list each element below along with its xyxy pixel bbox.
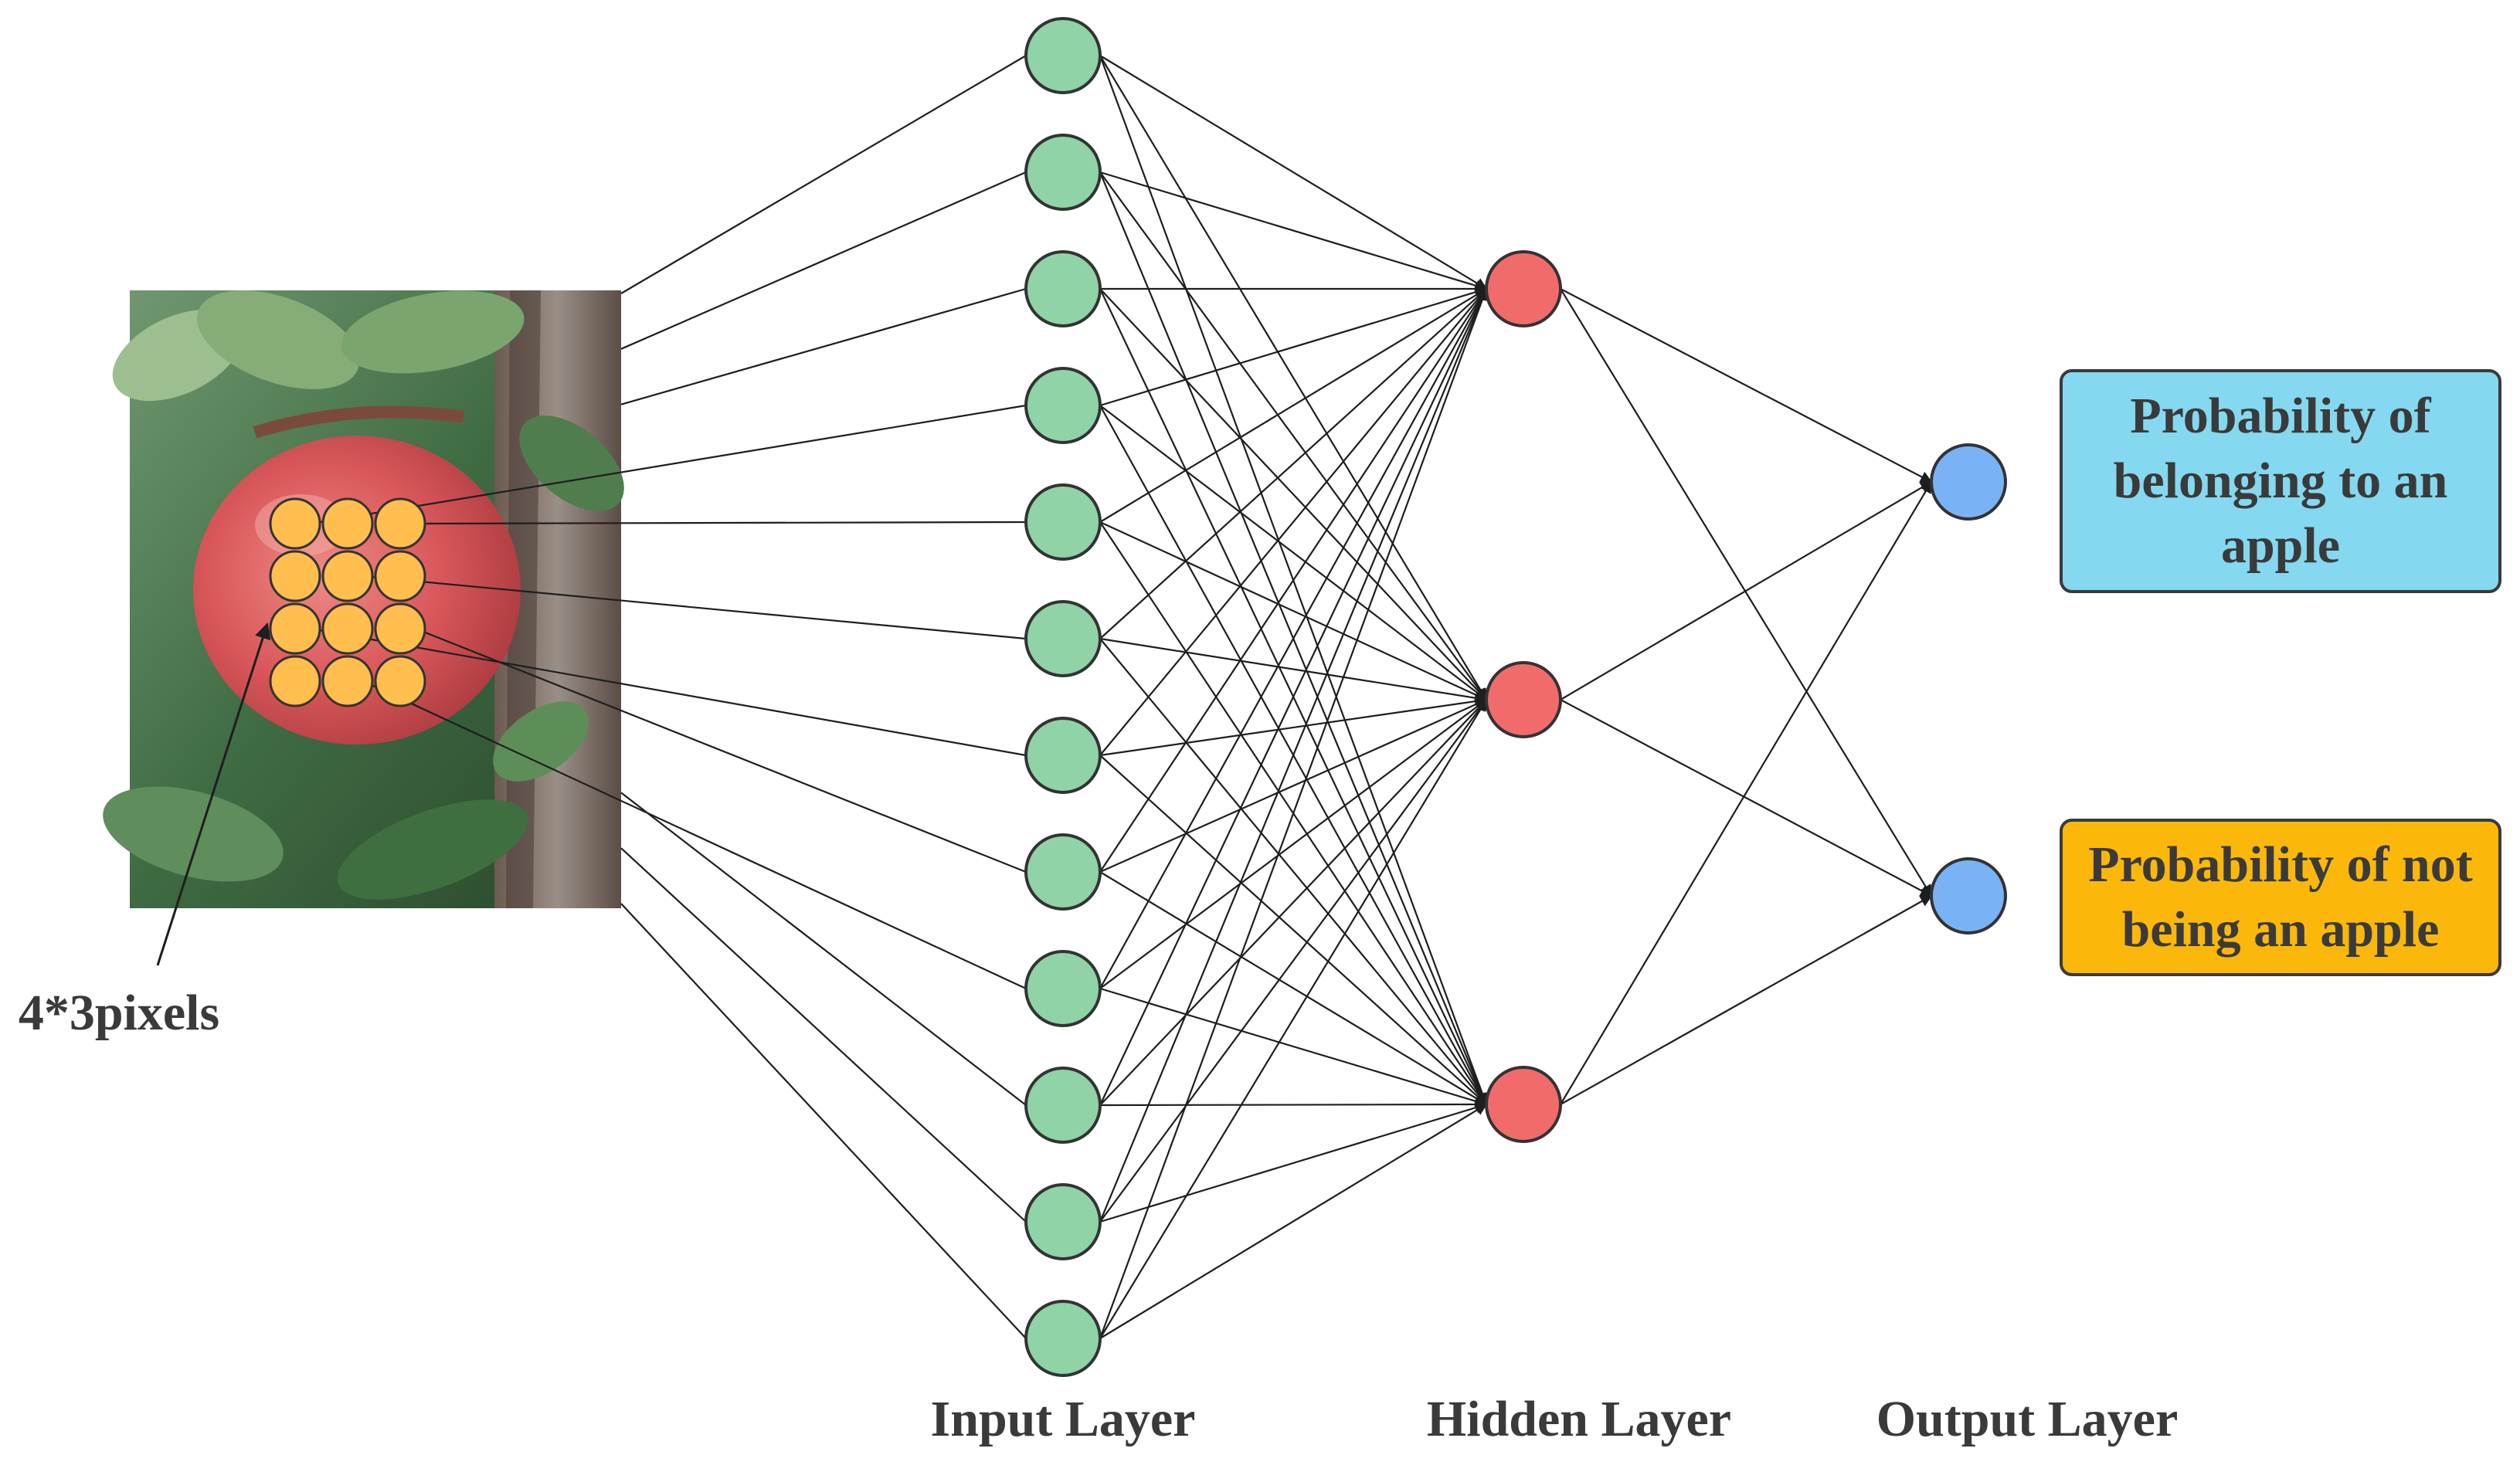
input-hidden-edge	[1099, 287, 1487, 873]
input-hidden-edge	[1099, 987, 1488, 1107]
output-box-not-apple-text: Probability of not being an apple	[2088, 836, 2473, 958]
output-node	[1930, 857, 2007, 934]
pixel-grid	[269, 497, 426, 707]
image-input-edge	[362, 680, 1027, 989]
input-layer-nodes	[1024, 17, 1102, 1377]
image-input-edge	[620, 171, 1027, 350]
hidden-output-edge	[1560, 288, 1933, 483]
input-hidden-edge	[1099, 1098, 1488, 1111]
input-hidden-edge	[1099, 55, 1488, 290]
hidden-output-edge	[1560, 480, 1932, 1105]
output-box-apple: Probability of belonging to an apple	[2060, 369, 2501, 593]
input-node	[1024, 717, 1102, 794]
input-node	[1024, 950, 1102, 1027]
input-hidden-edge	[1099, 698, 1488, 873]
apple-photo	[103, 290, 624, 908]
input-hidden-edge	[1099, 871, 1488, 1105]
input-node	[1024, 17, 1102, 94]
input-hidden-edge	[1099, 637, 1488, 704]
input-hidden-edge	[1099, 287, 1488, 639]
pixel-circle	[269, 550, 321, 602]
input-hidden-edge	[1099, 287, 1487, 989]
input-hidden-edge	[1099, 405, 1488, 700]
pixel-circle	[269, 655, 321, 707]
hidden-output-edge	[1560, 699, 1933, 897]
pixel-label-pointer	[156, 622, 271, 966]
input-hidden-edge	[1099, 171, 1487, 701]
input-hidden-edge	[1099, 287, 1488, 1106]
pixel-circle	[374, 497, 426, 550]
input-node	[1024, 250, 1102, 327]
hidden-output-edge	[1560, 895, 1933, 1105]
hidden-node	[1485, 250, 1562, 327]
image-input-edge	[620, 847, 1027, 1223]
input-hidden-connections	[1099, 55, 1489, 1339]
hidden-output-edge	[1560, 288, 1932, 897]
input-hidden-edge	[1099, 287, 1489, 1339]
image-input-connections	[310, 55, 1027, 1339]
image-input-edge	[620, 287, 1027, 405]
input-node	[1024, 1067, 1102, 1144]
pixel-circle	[321, 550, 374, 602]
input-hidden-edge	[1099, 287, 1487, 756]
input-hidden-edge	[1099, 755, 1488, 1106]
input-hidden-edge	[1099, 698, 1488, 1106]
output-node	[1930, 443, 2007, 521]
pixel-circle	[374, 550, 426, 602]
hidden-node	[1485, 1066, 1562, 1143]
pixel-circle	[321, 602, 374, 655]
input-hidden-edge	[1099, 638, 1487, 1106]
input-node	[1024, 134, 1102, 211]
output-box-not-apple: Probability of not being an apple	[2060, 819, 2501, 976]
pixel-circle	[374, 602, 426, 655]
input-node	[1024, 367, 1102, 444]
input-hidden-edge	[1099, 699, 1488, 989]
hidden-node	[1485, 661, 1562, 738]
input-hidden-edge	[1099, 288, 1488, 701]
pixel-circle	[269, 497, 321, 550]
image-input-edge	[362, 575, 1027, 640]
image-input-edge	[620, 903, 1027, 1339]
input-hidden-edge	[1099, 171, 1488, 292]
hidden-output-edge	[1560, 481, 1933, 700]
input-hidden-edge	[1099, 287, 1488, 1223]
input-hidden-edge	[1099, 698, 1487, 1223]
input-layer-label: Input Layer	[930, 1391, 1196, 1447]
pixel-circle	[374, 655, 426, 707]
input-hidden-edge	[1099, 521, 1488, 701]
output-layer-label: Output Layer	[1876, 1391, 2179, 1447]
input-hidden-edge	[1099, 695, 1488, 757]
input-node	[1024, 1183, 1102, 1260]
input-hidden-edge	[1099, 698, 1487, 1339]
output-box-apple-text: Probability of belonging to an apple	[2113, 388, 2448, 574]
input-node	[1024, 483, 1102, 561]
hidden-layer-nodes	[1485, 250, 1562, 1143]
image-input-edge	[415, 627, 1027, 873]
input-node	[1024, 600, 1102, 677]
input-node	[1024, 833, 1102, 911]
image-input-edge	[310, 627, 1027, 757]
pixel-circle	[321, 497, 374, 550]
input-hidden-edge	[1099, 286, 1488, 407]
pixel-circle	[321, 655, 374, 707]
input-hidden-edge	[1099, 288, 1488, 523]
image-input-edge	[620, 792, 1027, 1106]
hidden-output-connections	[1560, 288, 1933, 1105]
output-layer-nodes	[1930, 443, 2007, 934]
hidden-layer-label: Hidden Layer	[1426, 1391, 1732, 1447]
pixel-circle	[269, 602, 321, 655]
input-hidden-edge	[1099, 1101, 1488, 1223]
pixel-count-label: 4*3pixels	[18, 985, 220, 1041]
image-input-edge	[310, 404, 1027, 525]
input-node	[1024, 1300, 1102, 1377]
image-input-edge	[415, 521, 1027, 525]
image-input-edge	[620, 55, 1027, 294]
input-hidden-edge	[1099, 1104, 1488, 1339]
input-hidden-edge	[1099, 55, 1487, 701]
